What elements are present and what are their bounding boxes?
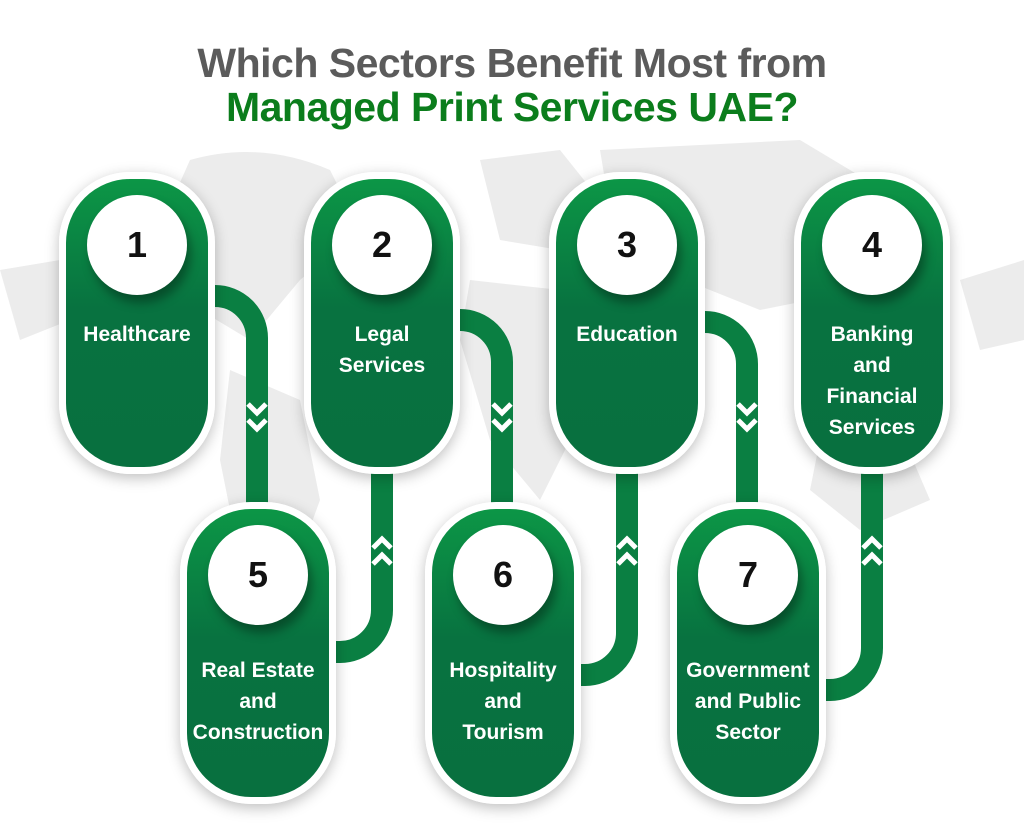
number-badge: 3 <box>577 195 677 295</box>
sector-number: 1 <box>126 224 148 265</box>
connector-6-3 <box>570 455 638 686</box>
number-badge: 7 <box>698 525 798 625</box>
sector-card-4: 4 Banking and Financial Services <box>794 172 950 474</box>
chevron-up-icon <box>616 535 638 566</box>
sector-label: Banking and Financial Services <box>826 323 918 439</box>
chevron-up-icon <box>371 535 393 566</box>
chevron-up-icon <box>861 535 883 566</box>
sector-number: 5 <box>247 554 269 595</box>
sector-number: 4 <box>861 224 883 265</box>
chevron-down-icon <box>491 402 513 433</box>
chevron-down-icon <box>246 402 268 433</box>
sector-number: 3 <box>616 224 638 265</box>
sector-card-3: 3 Education <box>549 172 705 474</box>
sector-number: 6 <box>492 554 514 595</box>
sector-number: 7 <box>737 554 759 595</box>
connector-7-4 <box>815 455 883 701</box>
number-badge: 2 <box>332 195 432 295</box>
number-badge: 4 <box>822 195 922 295</box>
sector-label: Healthcare <box>83 323 191 346</box>
connector-3-7 <box>690 311 758 515</box>
sector-label: Real Estate and Construction <box>192 659 324 744</box>
number-badge: 6 <box>453 525 553 625</box>
sector-card-1: 1 Healthcare <box>59 172 215 474</box>
sector-card-2: 2 Legal Services <box>304 172 460 474</box>
connector-5-2 <box>325 455 393 663</box>
connector-1-5 <box>200 285 268 515</box>
sector-label: Government and Public Sector <box>686 659 810 744</box>
sector-label: Hospitality and Tourism <box>449 659 557 744</box>
title-line-1: Which Sectors Benefit Most from <box>197 40 827 86</box>
number-badge: 1 <box>87 195 187 295</box>
connector-2-6 <box>445 309 513 515</box>
title-line-2: Managed Print Services UAE? <box>225 84 799 130</box>
sector-label: Education <box>576 323 678 346</box>
chevron-down-icon <box>736 402 758 433</box>
sector-card-7: 7 Government and Public Sector <box>670 502 826 804</box>
sector-card-6: 6 Hospitality and Tourism <box>425 502 581 804</box>
sector-card-5: 5 Real Estate and Construction <box>180 502 336 804</box>
sector-label: Legal Services <box>338 323 426 377</box>
sector-number: 2 <box>371 224 393 265</box>
number-badge: 5 <box>208 525 308 625</box>
